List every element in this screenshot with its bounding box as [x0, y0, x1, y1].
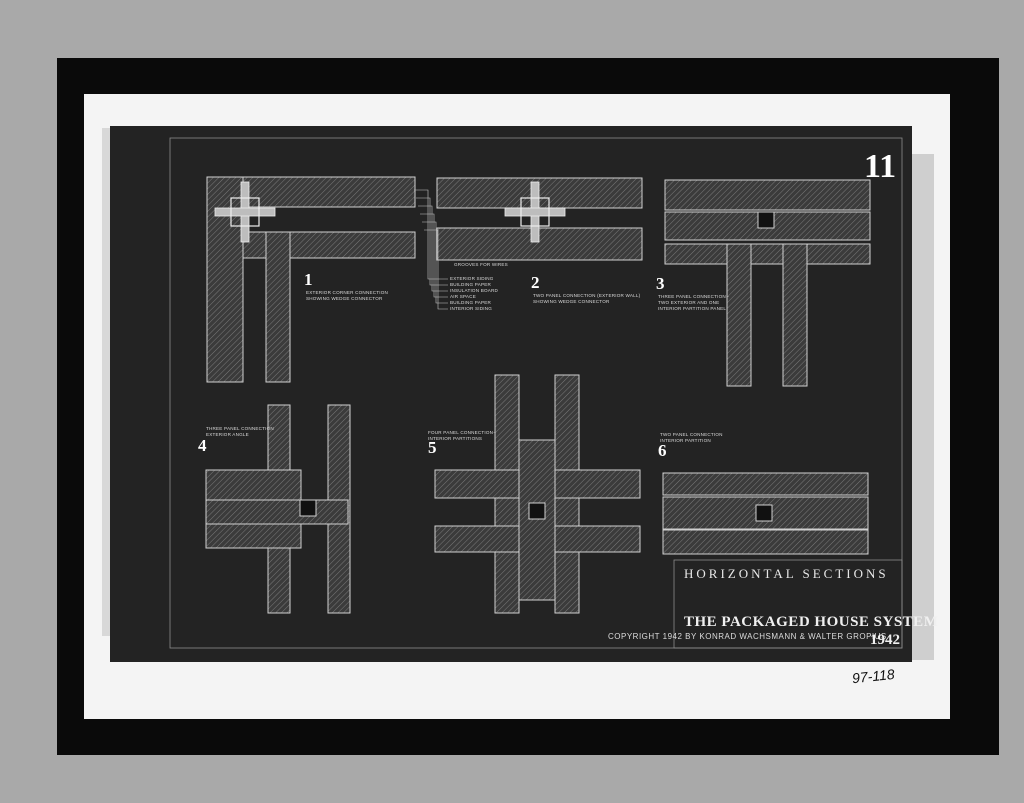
panel-sections	[205, 176, 903, 649]
detail-6-top-panel	[662, 472, 869, 496]
section-heading: HORIZONTAL SECTIONS	[684, 566, 889, 581]
detail-4-horizontal-top	[205, 469, 302, 501]
title-block	[673, 559, 903, 649]
detail-4-horizontal-middle	[205, 499, 349, 525]
legend-leader-line	[416, 197, 448, 286]
drawing-year: 1942	[870, 632, 900, 648]
detail-1-right-panel	[265, 231, 291, 383]
legend-leader-line	[424, 229, 448, 310]
detail-5-number: 5	[428, 438, 437, 457]
layer-legend: EXTERIOR SIDING BUILDING PAPER INSULATIO…	[450, 276, 499, 311]
detail-5-vertical-middle	[518, 439, 556, 601]
sheet-number: 11	[864, 148, 897, 185]
detail-3-right-leg	[782, 243, 808, 387]
detail-6-connector	[755, 504, 773, 522]
detail-2-caption: TWO PANEL CONNECTION (EXTERIOR WALL) SHO…	[533, 293, 641, 304]
detail-6-number: 6	[658, 441, 667, 460]
detail-1-number: 1	[304, 270, 313, 289]
detail-4-number: 4	[198, 436, 207, 455]
legend-leader-line	[418, 205, 448, 292]
detail-1-wedge-connector	[214, 181, 276, 243]
detail-5-caption: FOUR PANEL CONNECTION- INTERIOR PARTITIO…	[428, 430, 495, 441]
detail-2-top-panel	[436, 177, 643, 209]
detail-2-bottom-panel	[436, 227, 643, 261]
board-right-edge	[908, 154, 934, 660]
detail-2-wedge-connector	[504, 181, 566, 243]
detail-5-connector	[528, 502, 546, 520]
grooves-note: GROOVES FOR WIRES	[454, 262, 508, 267]
detail-4-connector	[299, 499, 317, 517]
detail-4-caption: THREE PANEL CONNECTION EXTERIOR ANGLE	[206, 426, 274, 437]
detail-4-horizontal-bottom	[205, 523, 302, 549]
legend-leader-line	[420, 213, 448, 298]
detail-1-caption: EXTERIOR CORNER CONNECTION SHOWING WEDGE…	[306, 290, 389, 301]
detail-6-caption: TWO PANEL CONNECTION INTERIOR PARTITION	[660, 432, 723, 443]
detail-3-number: 3	[656, 274, 665, 293]
drawing-title: THE PACKAGED HOUSE SYSTEM	[684, 614, 939, 630]
detail-3-left-leg	[726, 243, 752, 387]
detail-2-number: 2	[531, 273, 540, 292]
detail-3-top-panel	[664, 179, 871, 211]
detail-3-caption: THREE PANEL CONNECTION - TWO EXTERIOR AN…	[658, 294, 730, 311]
sheet-border	[169, 137, 903, 649]
detail-6-bottom-panel	[662, 529, 869, 555]
legend-leader-line	[422, 221, 448, 304]
detail-3-connector	[757, 211, 775, 229]
copyright-line: COPYRIGHT 1942 BY KONRAD WACHSMANN & WAL…	[608, 632, 887, 641]
detail-3-bottom-panel	[664, 243, 871, 265]
